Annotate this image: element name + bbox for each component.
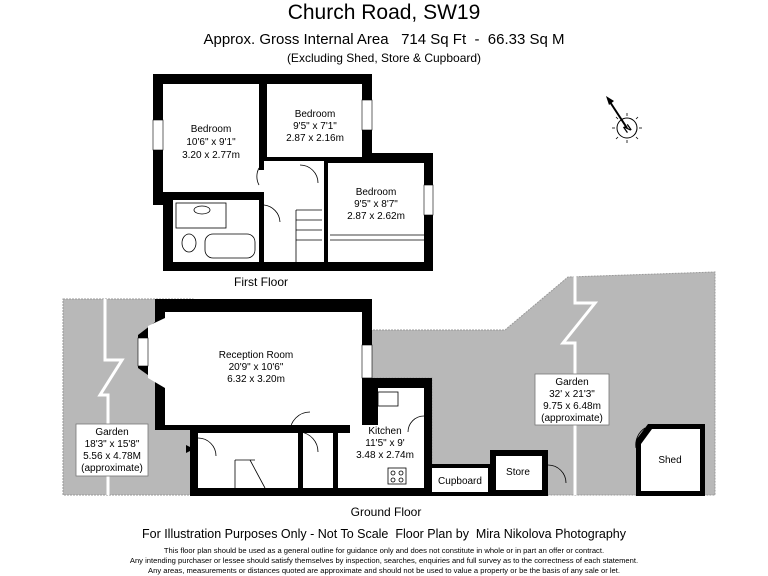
room-name: Bedroom [356, 187, 397, 198]
first-floor-label: First Floor [234, 275, 288, 289]
room-metric: 3.20 x 2.77m [182, 150, 240, 161]
bedroom-2 [267, 84, 362, 157]
shed [641, 429, 700, 491]
disclaimer-line: This floor plan should be used as a gene… [164, 546, 604, 555]
room-imperial: 9'5" x 7'1" [293, 121, 337, 132]
entrance-arrow-icon [186, 445, 194, 453]
garden-note: (approximate) [81, 463, 143, 474]
cupboard [432, 468, 488, 492]
store [496, 456, 542, 490]
compass-icon: N [606, 96, 642, 143]
room-metric: 2.87 x 2.16m [286, 133, 344, 144]
landing [264, 161, 324, 262]
disclaimer-line: Any areas, measurements or distances quo… [148, 566, 620, 575]
room-name: Bedroom [295, 109, 336, 120]
kitchen [338, 388, 424, 488]
reception-room [148, 312, 362, 425]
garden-imperial: 18'3" x 15'8" [85, 439, 140, 450]
room-name: Kitchen [368, 426, 401, 437]
disclaimer-line: Any intending purchaser or lessee should… [130, 556, 638, 565]
first-floor-plan: Bedroom 10'6" x 9'1" 3.20 x 2.77m Bedroo… [152, 74, 434, 289]
garden-note: (approximate) [541, 413, 603, 424]
exclusions-text: (Excluding Shed, Store & Cupboard) [287, 51, 481, 65]
plan-title: Church Road, SW19 [288, 1, 481, 24]
room-imperial: 20'9" x 10'6" [229, 362, 284, 373]
garden-name: Garden [555, 377, 588, 388]
room-name: Reception Room [219, 350, 293, 361]
bathroom [173, 200, 259, 262]
room-imperial: 11'5" x 9' [365, 438, 405, 449]
room-imperial: 10'6" x 9'1" [186, 137, 236, 148]
garden-name: Garden [95, 427, 128, 438]
hallway [198, 433, 298, 488]
cupboard-label: Cupboard [438, 476, 482, 487]
bedroom-3 [328, 163, 424, 262]
room-metric: 3.48 x 2.74m [356, 450, 414, 461]
room-metric: 6.32 x 3.20m [227, 374, 285, 385]
room-name: Bedroom [191, 124, 232, 135]
bedroom-1 [163, 84, 259, 192]
room-metric: 2.87 x 2.62m [347, 211, 405, 222]
ground-floor-plan: Reception Room 20'9" x 10'6" 6.32 x 3.20… [62, 271, 716, 519]
credit-text: For Illustration Purposes Only - Not To … [142, 527, 627, 541]
garden-imperial: 32' x 21'3" [549, 389, 595, 400]
store-label: Store [506, 467, 530, 478]
area-text: Approx. Gross Internal Area 714 Sq Ft - … [203, 31, 564, 48]
garden-metric: 5.56 x 4.78M [83, 451, 141, 462]
shed-label: Shed [658, 455, 681, 466]
garden-metric: 9.75 x 6.48m [543, 401, 601, 412]
room-imperial: 9'5" x 8'7" [354, 199, 398, 210]
ground-floor-label: Ground Floor [351, 505, 422, 519]
